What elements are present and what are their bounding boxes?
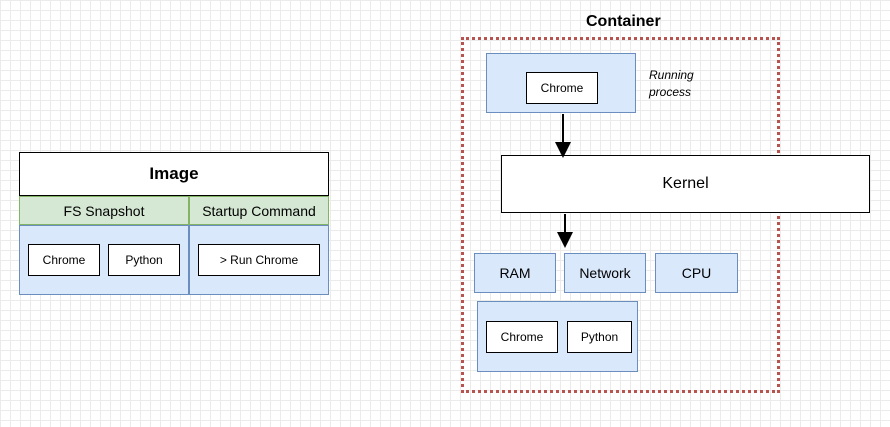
- container-title: Container: [586, 13, 661, 30]
- container-chrome-item: Chrome: [486, 321, 558, 353]
- image-chrome-item: Chrome: [28, 244, 100, 276]
- running-process-note: Running process: [649, 68, 694, 99]
- image-header: Image: [19, 152, 329, 196]
- startup-command-header: Startup Command: [189, 196, 329, 225]
- run-chrome-command: > Run Chrome: [198, 244, 320, 276]
- container-python-item: Python: [567, 321, 632, 353]
- cpu-box: CPU: [655, 253, 738, 293]
- ram-box: RAM: [474, 253, 556, 293]
- container-boundary: [461, 37, 780, 393]
- kernel-box: Kernel: [501, 155, 870, 213]
- network-box: Network: [564, 253, 646, 293]
- fs-snapshot-header: FS Snapshot: [19, 196, 189, 225]
- process-chrome-item: Chrome: [526, 72, 598, 104]
- image-python-item: Python: [108, 244, 180, 276]
